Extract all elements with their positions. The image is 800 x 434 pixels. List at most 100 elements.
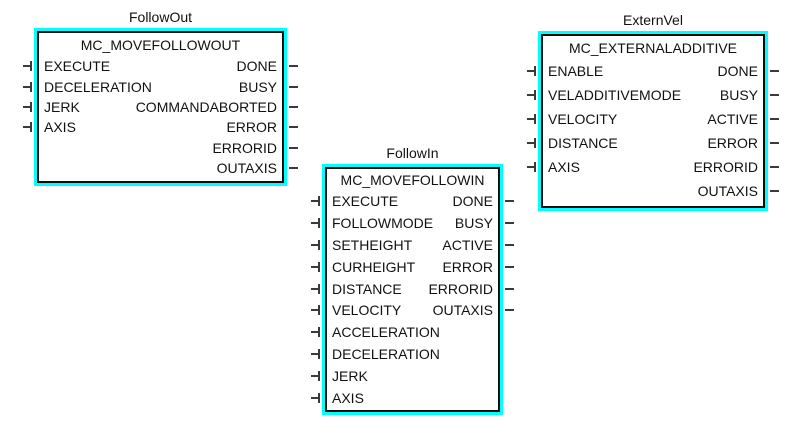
input-pin-label: JERK xyxy=(44,98,80,115)
input-pin[interactable] xyxy=(527,138,538,148)
input-pin[interactable] xyxy=(527,66,538,76)
input-pin[interactable] xyxy=(527,114,538,124)
output-pin[interactable] xyxy=(288,122,298,132)
input-pin-label: VELOCITY xyxy=(332,302,402,319)
output-pin-label: ERRORID xyxy=(212,139,277,156)
block-instance-name[interactable]: FollowOut xyxy=(128,9,193,25)
output-pin-label: ERROR xyxy=(442,258,493,275)
input-pin-label: AXIS xyxy=(44,119,76,136)
input-pin[interactable] xyxy=(23,61,34,72)
output-pin[interactable] xyxy=(504,284,514,294)
block-body: MC_EXTERNALADDITIVE ENABLE DONE VELADDITIV… xyxy=(541,34,765,208)
input-pin[interactable] xyxy=(527,162,538,172)
block-type-name: MC_MOVEFOLLOWIN xyxy=(340,171,485,188)
input-pin[interactable] xyxy=(311,349,322,360)
output-pin[interactable] xyxy=(769,90,779,100)
output-pin[interactable] xyxy=(288,82,298,92)
input-pin-label: EXECUTE xyxy=(332,192,399,209)
block-instance-name[interactable]: ExternVel xyxy=(623,12,683,28)
fb-row: DECELERATION BUSY xyxy=(39,76,282,96)
block-selection-frame[interactable]: MC_EXTERNALADDITIVE ENABLE DONE VELADDITIV… xyxy=(538,31,768,211)
output-pin[interactable] xyxy=(288,61,298,71)
output-pin[interactable] xyxy=(504,196,514,206)
input-pin-label: ACCELERATION xyxy=(332,324,440,341)
output-pin-label: OUTAXIS xyxy=(697,183,758,199)
input-pin[interactable] xyxy=(23,122,34,133)
output-pin-label: ERROR xyxy=(707,135,758,151)
output-pin-label: COMMANDABORTED xyxy=(135,98,277,115)
input-pin-label: EXECUTE xyxy=(44,58,111,75)
output-pin[interactable] xyxy=(769,114,779,124)
input-pin[interactable] xyxy=(311,327,322,338)
input-pin[interactable] xyxy=(23,102,34,112)
input-pin-label: AXIS xyxy=(548,159,580,175)
output-pin[interactable] xyxy=(288,102,298,112)
output-pin-label: DONE xyxy=(236,58,277,75)
output-pin[interactable] xyxy=(769,186,779,196)
block-instance-name[interactable]: FollowIn xyxy=(386,145,439,161)
input-pin-label: JERK xyxy=(332,368,368,385)
input-pin-label: SETHEIGHT xyxy=(332,236,413,253)
input-pin-label: DECELERATION xyxy=(332,346,440,363)
output-pin-label: ERRORID xyxy=(693,159,758,175)
fb-row: OUTAXIS xyxy=(543,179,763,203)
input-pin[interactable] xyxy=(311,217,322,228)
output-pin[interactable] xyxy=(504,218,514,228)
block-type-name: MC_EXTERNALADDITIVE xyxy=(568,39,738,56)
input-pin[interactable] xyxy=(311,283,322,294)
fb-row: ACCELERATION xyxy=(327,321,498,343)
input-pin[interactable] xyxy=(23,81,34,92)
output-pin-label: ERRORID xyxy=(428,280,493,297)
input-pin[interactable] xyxy=(311,371,322,382)
input-pin-label: AXIS xyxy=(332,389,364,406)
input-pin-label: VELOCITY xyxy=(548,111,618,127)
output-pin[interactable] xyxy=(769,66,779,76)
fb-row: FOLLOWMODE BUSY xyxy=(327,212,498,234)
fb-row: OUTAXIS xyxy=(39,158,282,178)
input-pin[interactable] xyxy=(311,393,322,404)
output-pin-label: DONE xyxy=(717,63,758,79)
fb-row: CURHEIGHT ERROR xyxy=(327,256,498,278)
input-pin-label: CURHEIGHT xyxy=(332,258,416,275)
input-pin[interactable] xyxy=(311,261,322,272)
input-pin[interactable] xyxy=(311,305,322,316)
input-pin-label: FOLLOWMODE xyxy=(332,214,434,231)
output-pin[interactable] xyxy=(288,143,298,153)
fb-row: AXIS xyxy=(327,387,498,409)
output-pin[interactable] xyxy=(504,240,514,250)
fb-row: AXIS ERRORID xyxy=(543,155,763,179)
output-pin[interactable] xyxy=(769,162,779,172)
output-pin[interactable] xyxy=(288,163,298,173)
block-pin-rows: EXECUTE DONE DECELERATION BUSY JERK COMMANDAB… xyxy=(39,56,282,181)
output-pin-label: BUSY xyxy=(238,78,277,95)
fb-row: ENABLE DONE xyxy=(543,59,763,83)
input-pin-label: DECELERATION xyxy=(44,78,152,95)
output-pin-label: BUSY xyxy=(454,214,493,231)
output-pin[interactable] xyxy=(504,305,514,315)
input-pin[interactable] xyxy=(311,195,322,206)
output-pin[interactable] xyxy=(504,262,514,272)
fb-row: JERK xyxy=(327,365,498,387)
input-pin[interactable] xyxy=(527,90,538,100)
output-pin[interactable] xyxy=(769,138,779,148)
output-pin-label: OUTAXIS xyxy=(216,160,277,177)
function-block-externvel[interactable]: ExternVel MC_EXTERNALADDITIVE ENABLE DONE… xyxy=(527,12,779,211)
input-pin-label: ENABLE xyxy=(548,63,604,79)
input-pin[interactable] xyxy=(311,239,322,250)
fb-row: DECELERATION xyxy=(327,343,498,365)
